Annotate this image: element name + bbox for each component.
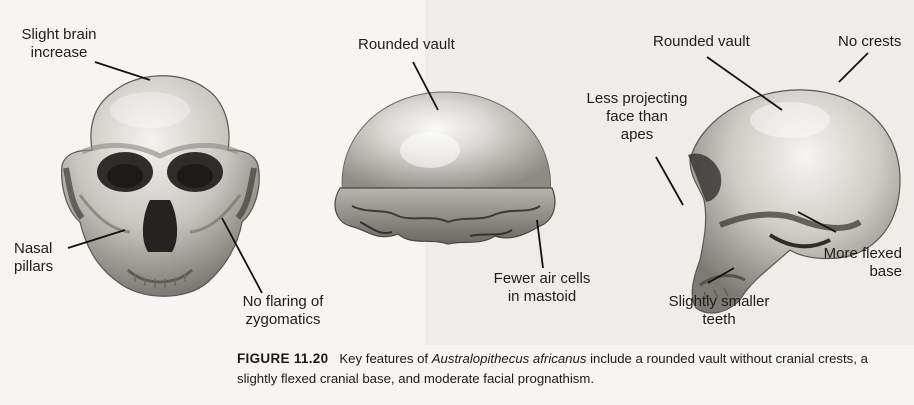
- label-line: zygomatics: [228, 311, 338, 329]
- label-line: in mastoid: [482, 288, 602, 306]
- label-line: Fewer air cells: [482, 270, 602, 288]
- label-line: base: [812, 263, 902, 281]
- label-no-flaring-zygomatics: No flaring of zygomatics: [228, 293, 338, 329]
- label-line: More flexed: [812, 245, 902, 263]
- label-slightly-smaller-teeth: Slightly smaller teeth: [654, 293, 784, 329]
- label-line: Less projecting: [578, 90, 696, 108]
- label-rounded-vault-right: Rounded vault: [653, 33, 750, 51]
- label-line: teeth: [654, 311, 784, 329]
- leader-less-projecting: [656, 157, 683, 205]
- label-line: increase: [16, 44, 102, 62]
- skull-vault-view: [335, 92, 555, 244]
- label-more-flexed-base: More flexed base: [812, 245, 902, 281]
- label-line: Slightly smaller: [654, 293, 784, 311]
- skull-front-view: [62, 76, 260, 297]
- label-line: apes: [578, 126, 696, 144]
- label-no-crests: No crests: [838, 33, 901, 51]
- leader-fewer-air-cells: [537, 220, 543, 268]
- label-nasal-pillars: Nasal pillars: [14, 240, 53, 276]
- figure-number: FIGURE 11.20: [237, 351, 328, 366]
- label-rounded-vault-middle: Rounded vault: [358, 36, 455, 54]
- label-line: No crests: [838, 33, 901, 51]
- caption-text-before: Key features of: [339, 351, 431, 366]
- leader-slight-brain: [95, 62, 150, 80]
- leader-no-crests: [839, 53, 868, 82]
- label-line: No flaring of: [228, 293, 338, 311]
- figure-caption: FIGURE 11.20 Key features of Australopit…: [237, 349, 907, 389]
- label-fewer-air-cells: Fewer air cells in mastoid: [482, 270, 602, 306]
- label-line: Nasal: [14, 240, 53, 258]
- label-line: pillars: [14, 258, 53, 276]
- label-line: Rounded vault: [653, 33, 750, 51]
- label-less-projecting-face: Less projecting face than apes: [578, 90, 696, 144]
- label-line: Rounded vault: [358, 36, 455, 54]
- caption-species-name: Australopithecus africanus: [432, 351, 587, 366]
- label-line: face than: [578, 108, 696, 126]
- label-line: Slight brain: [16, 26, 102, 44]
- label-slight-brain-increase: Slight brain increase: [16, 26, 102, 62]
